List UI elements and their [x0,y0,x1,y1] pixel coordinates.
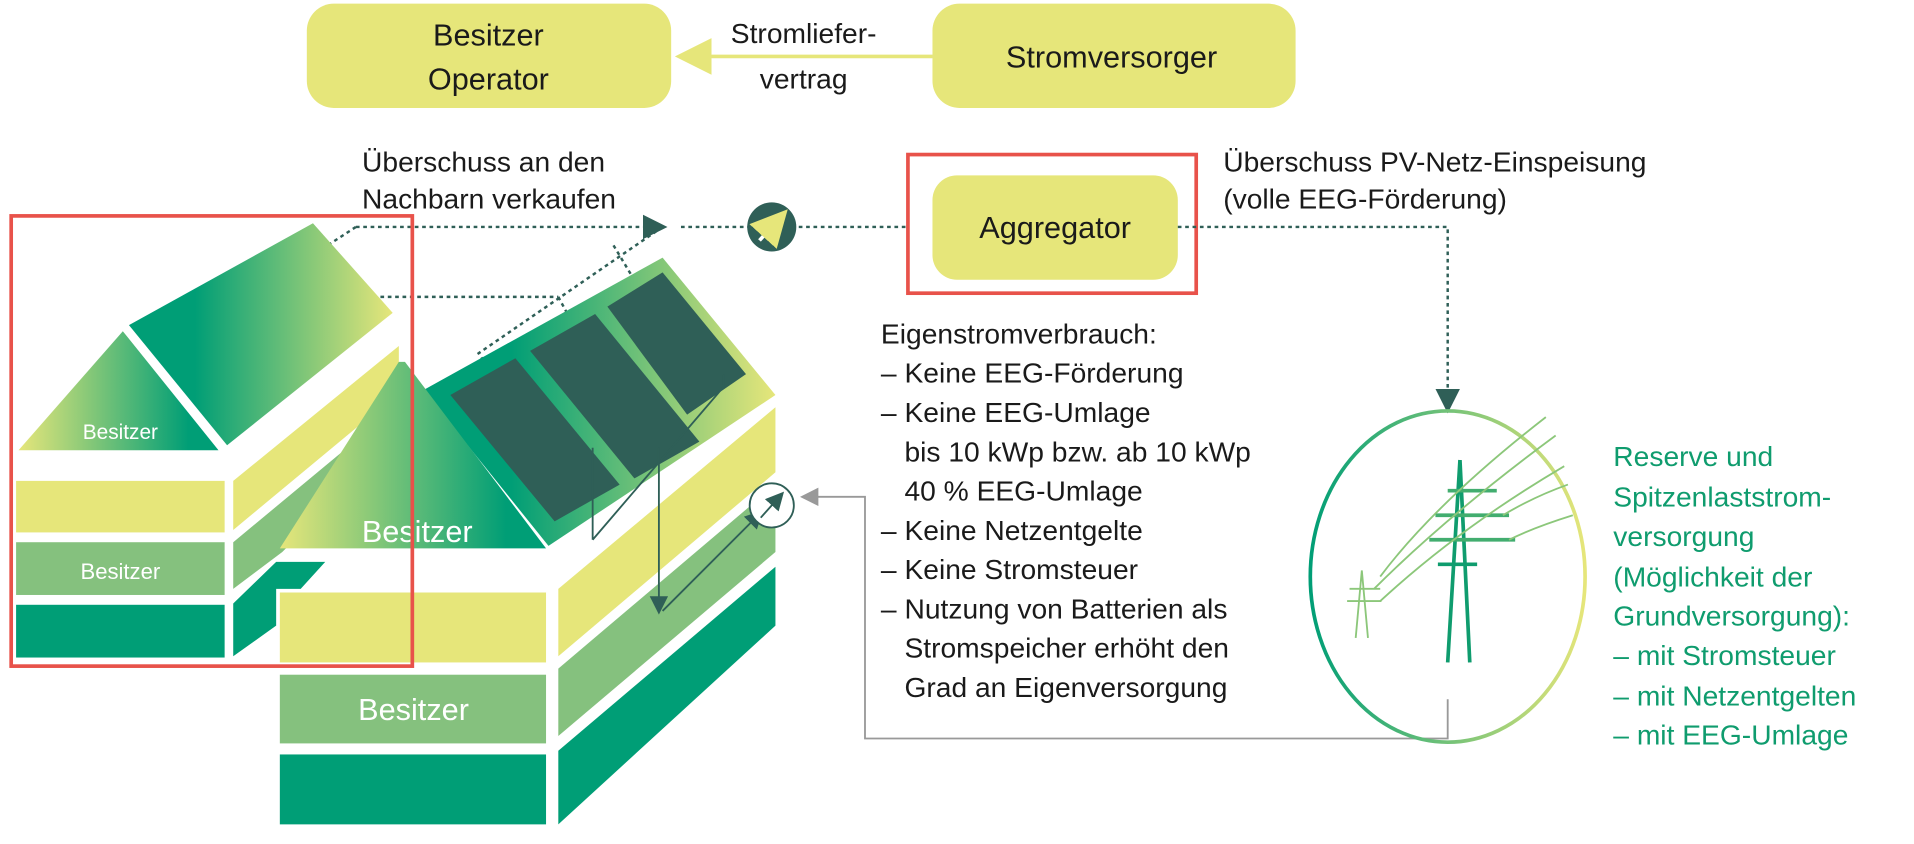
solar-panel [530,314,700,479]
contract-label: vertrag [760,62,848,94]
solar-panel [450,358,620,522]
left-house: Besitzer Besitzer [16,223,399,658]
meter-icon [747,202,797,252]
house-label: Besitzer [362,515,473,549]
list-item: – mit Stromsteuer [1613,639,1836,671]
owner-operator-box: Besitzer Operator [306,3,672,108]
list-item: – mit Netzentgelten [1613,679,1856,711]
aggregator-highlight [906,152,1199,296]
box-label: Stromversorger [1006,40,1217,74]
house-label: Besitzer [83,421,158,444]
aggregator-box: Aggregator [932,175,1178,280]
solar-panel [607,272,746,415]
list-item: Reserve und [1613,440,1773,472]
owner-highlight [9,214,415,668]
list-item: – Keine Stromsteuer [881,553,1138,585]
box-label: Operator [428,63,549,97]
list-item: Stromspeicher erhöht den [881,632,1229,664]
list-item: – Keine EEG-Umlage [881,396,1151,428]
supplier-box: Stromversorger [932,3,1296,108]
feedin-label: Überschuss PV-Netz-Einspeisung [1223,146,1646,178]
list-item: – Nutzung von Batterien als [881,592,1227,624]
feedin-label: (volle EEG-Förderung) [1223,183,1507,215]
list-item: Spitzenlaststrom- [1613,481,1831,513]
box-label: Besitzer [433,18,544,52]
list-item: bis 10 kWp bzw. ab 10 kWp [881,435,1251,467]
house-label: Besitzer [80,559,160,584]
list-item: Grundversorgung): [1613,600,1850,632]
list-item: Eigenstromverbrauch: [881,317,1157,349]
list-item: Grad an Eigenversorgung [881,671,1227,703]
list-item: (Möglichkeit der [1613,560,1812,592]
neighbour-label: Überschuss an den [362,146,605,178]
list-item: – Keine Netzentgelte [881,514,1143,546]
box-label: Aggregator [979,211,1131,245]
contract-label: Stromliefer- [731,17,877,49]
list-item: – Keine EEG-Förderung [881,357,1184,389]
power-pylon-icon [1308,409,1587,745]
list-item: – mit EEG-Umlage [1613,719,1848,751]
reserve-list: Reserve und Spitzenlaststrom- versorgung… [1613,440,1856,750]
list-item: 40 % EEG-Umlage [881,475,1143,507]
bidirectional-meter-icon [748,482,795,529]
neighbour-label: Nachbarn verkaufen [362,183,616,215]
house-label: Besitzer [358,693,469,727]
self-consumption-list: Eigenstromverbrauch: – Keine EEG-Förderu… [881,317,1251,702]
list-item: versorgung [1613,520,1754,552]
